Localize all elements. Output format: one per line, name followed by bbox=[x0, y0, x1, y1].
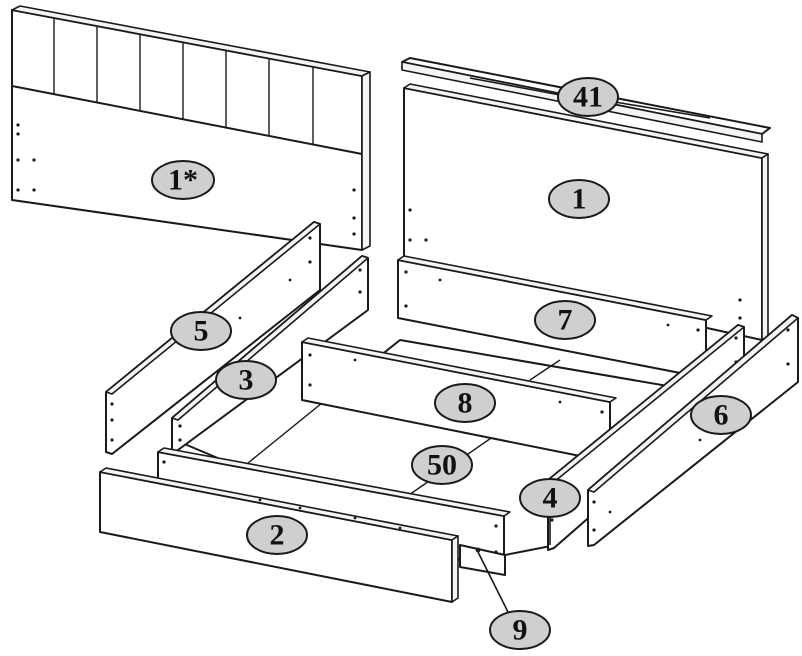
callout-41: 41 bbox=[557, 77, 619, 117]
callout-label: 1 bbox=[572, 183, 587, 216]
callout-8: 8 bbox=[434, 383, 496, 423]
callout-2: 2 bbox=[246, 515, 308, 555]
callout-label: 41 bbox=[573, 81, 603, 114]
callout-5: 5 bbox=[170, 311, 232, 351]
headboard-part bbox=[11, 5, 371, 251]
callout-3: 3 bbox=[215, 360, 277, 400]
part-callouts: 1* 41 1 5 3 7 8 50 bbox=[151, 77, 752, 650]
callout-label: 3 bbox=[239, 364, 254, 397]
callout-label: 1* bbox=[168, 164, 198, 197]
callout-1: 1 bbox=[548, 179, 610, 219]
callout-50: 50 bbox=[411, 445, 473, 485]
callout-label: 4 bbox=[543, 482, 558, 515]
callout-4: 4 bbox=[519, 478, 581, 518]
callout-label: 2 bbox=[270, 519, 285, 552]
callout-label: 5 bbox=[194, 315, 209, 348]
leader-lines bbox=[469, 77, 711, 613]
callout-label: 50 bbox=[427, 449, 457, 482]
callout-label: 8 bbox=[458, 387, 473, 420]
callout-7: 7 bbox=[534, 300, 596, 340]
right-side-rail-part bbox=[587, 314, 799, 547]
callout-label: 9 bbox=[513, 614, 528, 647]
callout-label: 6 bbox=[714, 399, 729, 432]
callout-6: 6 bbox=[690, 395, 752, 435]
callout-1-star: 1* bbox=[151, 160, 215, 200]
callout-9: 9 bbox=[489, 610, 551, 650]
callout-label: 7 bbox=[558, 304, 573, 337]
